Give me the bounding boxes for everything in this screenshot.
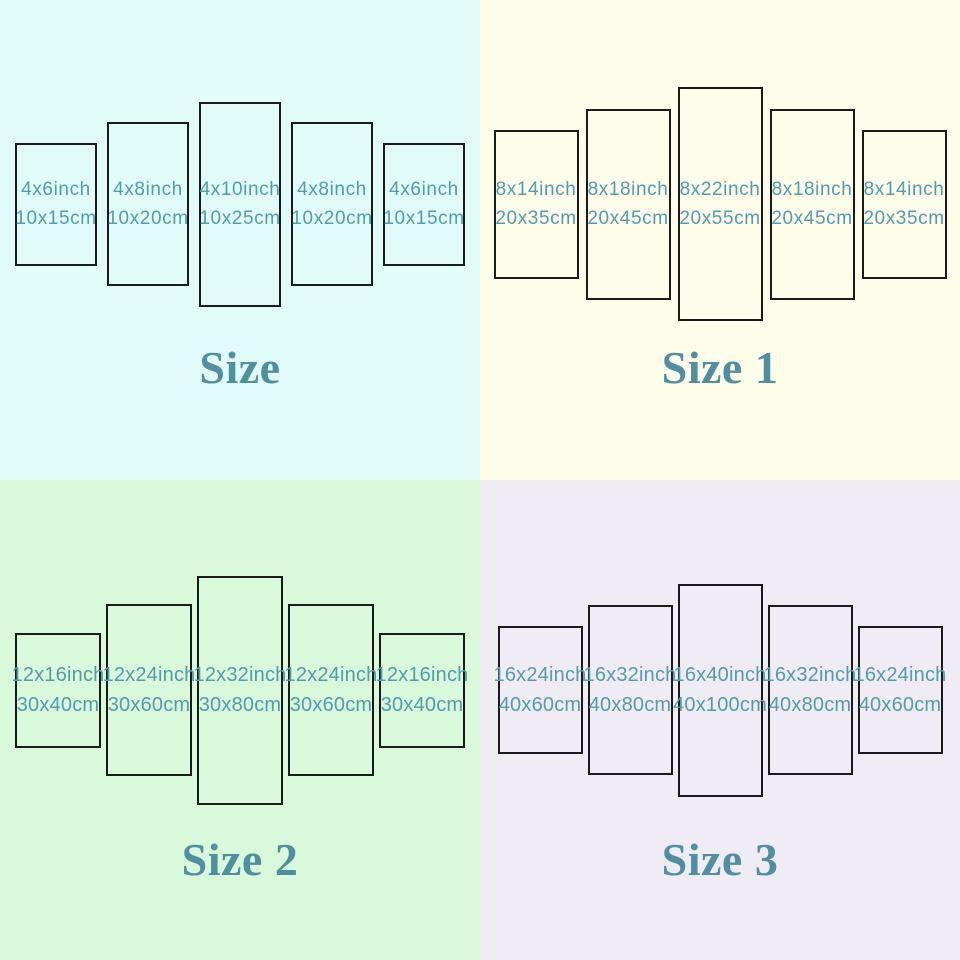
panel-size-label: 4x10inch 10x25cm <box>199 175 280 233</box>
quadrant-title-size-2: Size 2 <box>181 834 299 885</box>
panel-size-inch: 16x24inch <box>493 664 587 686</box>
panel-size-inch: 16x32inch <box>763 664 857 686</box>
panel-size-label: 8x22inch 20x55cm <box>679 175 760 233</box>
panel-size-label: 4x6inch 10x15cm <box>15 175 96 233</box>
quadrant-title-size-3: Size 3 <box>661 834 779 885</box>
panel-size-inch: 4x8inch <box>297 179 367 200</box>
panel-size-inch: 16x32inch <box>583 664 677 686</box>
panel-size-label: 12x32inch 30x80cm <box>194 660 287 720</box>
canvas-panel: 8x14inch 20x35cm <box>493 129 579 279</box>
canvas-panel: 8x22inch 20x55cm <box>677 87 763 321</box>
panel-size-cm: 10x20cm <box>107 208 189 229</box>
panel-size-inch: 4x6inch <box>21 179 91 200</box>
canvas-panel: 8x18inch 20x45cm <box>769 108 855 300</box>
panel-size-cm: 20x55cm <box>679 208 761 229</box>
canvas-panel: 16x32inch 40x80cm <box>764 605 856 775</box>
canvas-panel: 16x32inch 40x80cm <box>584 605 676 775</box>
canvas-panel: 8x18inch 20x45cm <box>585 108 671 300</box>
panel-size-inch: 12x32inch <box>193 664 287 686</box>
canvas-panel: 4x8inch 10x20cm <box>291 122 373 286</box>
quadrant-title-size: Size <box>199 342 281 393</box>
panel-size-label: 8x14inch 20x35cm <box>863 175 944 233</box>
panel-group-size-1: 8x14inch 20x35cm 8x18inch 20x45cm 8x22inch 20… <box>480 0 960 408</box>
panel-size-inch: 12x24inch <box>284 664 378 686</box>
panel-size-inch: 8x14inch <box>863 179 945 200</box>
panel-size-cm: 30x60cm <box>289 694 373 716</box>
quadrant-size-1: 8x14inch 20x35cm 8x18inch 20x45cm 8x22inch 20… <box>480 0 960 480</box>
panel-size-inch: 4x10inch <box>199 179 281 200</box>
panel-size-inch: 16x40inch <box>673 664 767 686</box>
panel-size-cm: 20x35cm <box>863 208 945 229</box>
panel-size-cm: 20x45cm <box>587 208 669 229</box>
quadrant-size: 4x6inch 10x15cm 4x8inch 10x20cm 4x10inch 10x2… <box>0 0 480 480</box>
panel-size-inch: 12x24inch <box>102 664 196 686</box>
panel-size-inch: 16x24inch <box>853 664 947 686</box>
panel-size-cm: 40x60cm <box>858 694 942 716</box>
panel-size-cm: 10x15cm <box>383 208 465 229</box>
panel-size-inch: 8x18inch <box>771 179 853 200</box>
panel-size-cm: 10x15cm <box>15 208 97 229</box>
panel-size-cm: 40x60cm <box>498 694 582 716</box>
panel-size-label: 4x8inch 10x20cm <box>291 175 372 233</box>
panel-size-label: 12x24inch 30x60cm <box>103 660 196 720</box>
canvas-panel: 4x8inch 10x20cm <box>107 122 189 286</box>
panel-size-cm: 40x100cm <box>673 694 767 716</box>
panel-size-label: 8x18inch 20x45cm <box>771 175 852 233</box>
panel-size-cm: 30x80cm <box>198 694 282 716</box>
panel-size-label: 8x18inch 20x45cm <box>587 175 668 233</box>
panel-size-inch: 4x8inch <box>113 179 183 200</box>
quadrant-title-size-1: Size 1 <box>661 342 779 393</box>
panel-size-inch: 12x16inch <box>375 664 469 686</box>
panel-size-cm: 30x40cm <box>16 694 100 716</box>
canvas-panel: 8x14inch 20x35cm <box>861 129 947 279</box>
panel-size-label: 16x24inch 40x60cm <box>494 660 587 720</box>
canvas-panel: 4x10inch 10x25cm <box>199 101 281 307</box>
canvas-panel: 4x6inch 10x15cm <box>15 142 97 266</box>
panel-size-cm: 40x80cm <box>768 694 852 716</box>
panel-size-label: 4x8inch 10x20cm <box>107 175 188 233</box>
canvas-panel: 4x6inch 10x15cm <box>383 142 465 266</box>
panel-size-label: 12x24inch 30x60cm <box>285 660 378 720</box>
panel-size-inch: 8x14inch <box>495 179 577 200</box>
canvas-panel: 12x24inch 30x60cm <box>103 604 195 776</box>
panel-size-cm: 40x80cm <box>588 694 672 716</box>
panel-size-label: 12x16inch 30x40cm <box>376 660 469 720</box>
panel-size-label: 16x24inch 40x60cm <box>854 660 947 720</box>
canvas-panel: 12x24inch 30x60cm <box>285 604 377 776</box>
panel-size-cm: 10x25cm <box>199 208 281 229</box>
panel-size-cm: 10x20cm <box>291 208 373 229</box>
panel-size-inch: 12x16inch <box>11 664 105 686</box>
panel-size-inch: 8x22inch <box>679 179 761 200</box>
panel-size-cm: 30x60cm <box>107 694 191 716</box>
canvas-panel: 12x16inch 30x40cm <box>376 632 468 748</box>
panel-size-label: 8x14inch 20x35cm <box>495 175 576 233</box>
panel-group-size: 4x6inch 10x15cm 4x8inch 10x20cm 4x10inch 10x2… <box>0 0 480 408</box>
panel-size-label: 16x32inch 40x80cm <box>764 660 857 720</box>
panel-size-label: 4x6inch 10x15cm <box>383 175 464 233</box>
panel-size-cm: 30x40cm <box>380 694 464 716</box>
panel-size-label: 12x16inch 30x40cm <box>12 660 105 720</box>
canvas-panel: 12x32inch 30x80cm <box>194 575 286 805</box>
panel-size-label: 16x40inch 40x100cm <box>673 660 767 720</box>
panel-size-cm: 20x45cm <box>771 208 853 229</box>
canvas-panel: 16x24inch 40x60cm <box>854 626 946 754</box>
panel-size-inch: 8x18inch <box>587 179 669 200</box>
canvas-panel: 12x16inch 30x40cm <box>12 632 104 748</box>
canvas-panel: 16x24inch 40x60cm <box>494 626 586 754</box>
panel-size-cm: 20x35cm <box>495 208 577 229</box>
canvas-panel: 16x40inch 40x100cm <box>673 583 767 797</box>
panel-size-label: 16x32inch 40x80cm <box>584 660 677 720</box>
panel-size-inch: 4x6inch <box>389 179 459 200</box>
